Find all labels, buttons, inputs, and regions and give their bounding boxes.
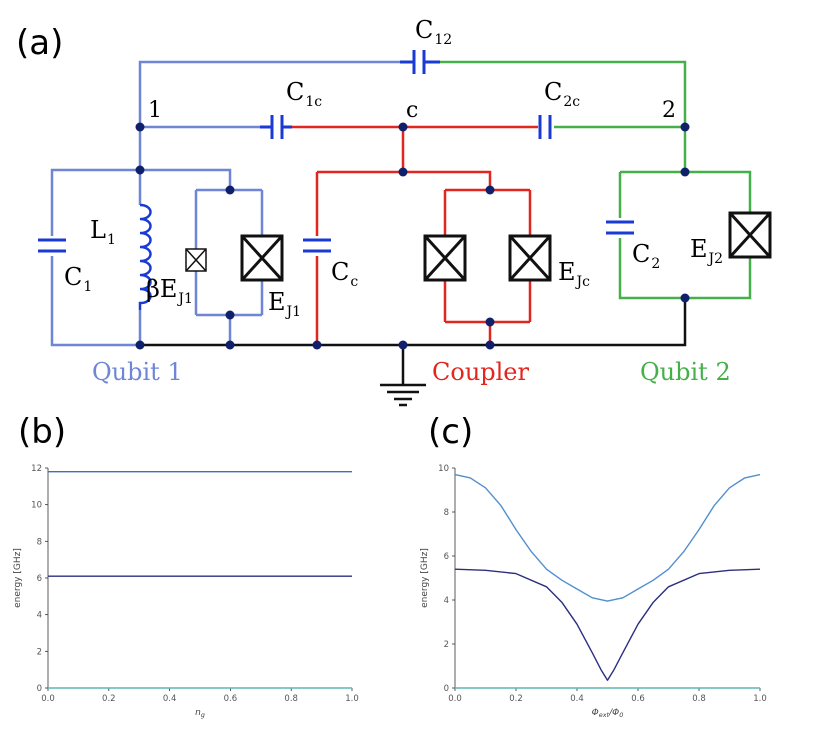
- label-l1: L1: [90, 216, 116, 248]
- chart-c-x-tick-label: 0.2: [509, 694, 523, 704]
- chart-c-y-label: energy [GHz]: [420, 548, 430, 608]
- inductor-l1: [138, 203, 152, 310]
- junction-ej1: [240, 234, 284, 282]
- node-label-2: 2: [662, 98, 676, 123]
- chart-b-y-tick-label: 4: [37, 611, 42, 621]
- chart-c-y-tick-label: 8: [444, 508, 449, 518]
- label-ej1: EJ1: [268, 288, 301, 320]
- label-c1: C1: [64, 263, 92, 295]
- chart-c-y-tick-label: 10: [438, 464, 449, 474]
- junction-coupler-left: [423, 234, 467, 282]
- chart-b-x-tick-label: 0.6: [224, 694, 238, 704]
- chart-c-x-tick-label: 0.0: [448, 694, 462, 704]
- section-label-qubit1: Qubit 1: [92, 358, 183, 386]
- chart-c-x-tick-label: 0.4: [570, 694, 584, 704]
- chart-c-y-tick-label: 2: [444, 640, 449, 650]
- label-c12: C12: [415, 16, 452, 48]
- chart-b-x-tick-label: 0.8: [284, 694, 298, 704]
- chart-b-x-tick-label: 1.0: [345, 694, 359, 704]
- chart-c-y-tick-label: 0: [444, 684, 449, 694]
- junction-beta-ej1: [185, 248, 207, 272]
- chart-b-x-tick-label: 0.2: [102, 694, 116, 704]
- node-label-c: c: [406, 98, 418, 123]
- label-cc: Cc: [331, 258, 358, 290]
- label-c2: C2: [632, 240, 660, 272]
- chart-c-y-tick-label: 4: [444, 596, 449, 606]
- chart-b-y-tick-label: 6: [37, 574, 42, 584]
- label-beta-ej1: βEJ1: [146, 275, 193, 307]
- section-label-qubit2: Qubit 2: [640, 358, 731, 386]
- label-ejc: EJc: [558, 258, 590, 290]
- label-c1c: C1c: [286, 78, 322, 110]
- chart-b-y-tick-label: 2: [37, 647, 42, 657]
- ground-wire: [140, 298, 687, 385]
- chart-b-x-tick-label: 0.0: [41, 694, 55, 704]
- panel-label-a: (a): [16, 23, 63, 63]
- qubit2-wires: [440, 60, 752, 300]
- panel-label-c: (c): [428, 412, 473, 452]
- junction-ej2: [728, 211, 772, 259]
- chart-c-series-2: [454, 473, 761, 602]
- circuit-nodes: [135, 122, 690, 350]
- chart-b-y-tick-label: 8: [37, 537, 42, 547]
- circuit-diagram: 1 c 2 C12 C1c C2c L1 C1 βEJ1 EJ1 Cc EJc …: [38, 16, 772, 407]
- ground-icon: [380, 383, 426, 407]
- panel-label-b: (b): [18, 412, 66, 452]
- label-c2c: C2c: [544, 78, 580, 110]
- chart-b-y-tick-label: 10: [31, 501, 42, 511]
- chart-b-x-label: ng: [195, 708, 205, 719]
- chart-c-x-label: Φext/Φ0: [592, 708, 624, 719]
- chart-b-y-tick-label: 0: [37, 684, 42, 694]
- chart-b: 0.0 0.2 0.4 0.6 0.8 1.0 0 2 4 6 8 10 12 energy [GHz] n…: [13, 464, 359, 719]
- chart-b-y-label: energy [GHz]: [13, 548, 23, 608]
- capacitors: [38, 50, 634, 256]
- chart-c-x-tick-label: 1.0: [753, 694, 767, 704]
- chart-c: 0.0 0.2 0.4 0.6 0.8 1.0 0 2 4 6 8 10 energy [GHz] Φex…: [420, 464, 767, 719]
- chart-c-x-tick-label: 0.6: [631, 694, 645, 704]
- chart-b-x-tick-label: 0.4: [163, 694, 177, 704]
- chart-c-series-1: [454, 568, 761, 681]
- label-ej2: EJ2: [690, 235, 723, 267]
- chart-b-y-tick-label: 12: [31, 464, 42, 474]
- section-label-coupler: Coupler: [432, 358, 530, 386]
- chart-c-x-tick-label: 0.8: [692, 694, 706, 704]
- qubit1-wires: [50, 60, 400, 347]
- junction-ejc: [508, 234, 552, 282]
- chart-c-y-tick-label: 6: [444, 552, 449, 562]
- node-label-1: 1: [148, 98, 162, 123]
